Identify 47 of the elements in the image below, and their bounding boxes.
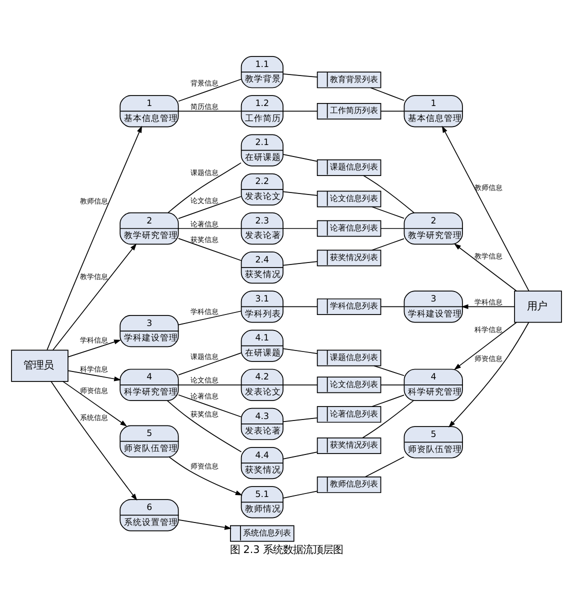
connector [166,400,242,452]
arrow [448,322,530,428]
connector [168,162,242,212]
connector [282,110,318,112]
arrow [178,518,232,530]
arrow [68,370,122,381]
connector [178,352,242,375]
connector [282,384,318,385]
arrow [168,456,242,495]
connector [282,260,318,266]
connector [282,154,318,162]
connector [380,306,404,307]
connector [282,190,318,196]
arrow [442,125,530,291]
caption: 图 2.3 系统数据流顶层图 [230,544,344,556]
connector [372,206,404,218]
connector [380,384,404,385]
arrow [62,380,128,426]
arrow [454,243,517,291]
connector [365,456,404,477]
connector [282,306,318,307]
connector [178,384,242,385]
connector [380,110,404,112]
arrow [52,242,137,350]
connector [282,348,318,354]
connector [282,490,318,498]
connector [370,86,405,100]
connector [178,310,242,325]
arrow [454,322,517,370]
connector [282,73,318,78]
arrow [50,380,138,500]
node-box: 管理员 [11,349,68,382]
connector [178,196,242,218]
arrow [46,125,142,350]
connector [178,238,242,260]
connector [282,451,318,459]
connector [362,400,414,438]
arrow [461,304,515,309]
connector [372,394,404,406]
connector [178,394,242,417]
connector [282,416,318,422]
connector [178,110,242,112]
node-box: 用户 [514,290,562,322]
connector [374,364,405,376]
connector [372,238,404,250]
arrow [68,339,122,357]
connector [178,78,242,102]
